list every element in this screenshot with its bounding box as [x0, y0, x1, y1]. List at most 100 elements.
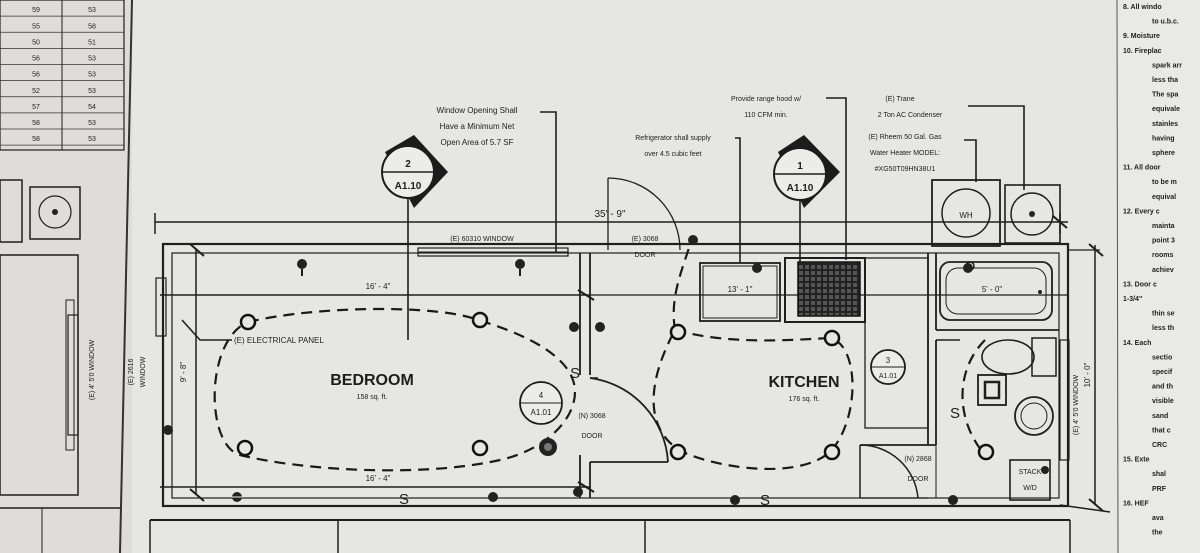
general-note-line: less th — [1152, 325, 1174, 332]
stack-washer-dryer — [1009, 459, 1051, 501]
section-number-right: 1 — [797, 161, 803, 172]
doors — [589, 177, 928, 499]
general-note-line: sand — [1152, 413, 1168, 420]
window-note-line1: Window Opening Shall — [437, 106, 518, 115]
general-note-line: achiev — [1152, 267, 1174, 274]
fixtures — [699, 179, 1061, 501]
electrical-panel-label: (E) ELECTRICAL PANEL — [234, 336, 324, 345]
kitchen-dim: 13' - 1" — [728, 285, 753, 294]
ceiling-light — [823, 329, 841, 347]
kitchen-name: KITCHEN — [768, 374, 839, 391]
entry-door — [607, 177, 681, 251]
general-note-line: that c — [1152, 427, 1171, 434]
water-heater-note-line1: (E) Rheem 50 Gal. Gas — [868, 134, 942, 141]
general-note-line: shal — [1152, 471, 1166, 478]
left-fixture-box — [29, 186, 81, 240]
svg-text:A1.01: A1.01 — [531, 408, 552, 417]
schedule-cell-left: 56 — [32, 72, 40, 79]
water-heater-note-line2: Water Heater MODEL: — [870, 150, 940, 157]
bedroom-area: 158 sq. ft. — [357, 394, 388, 401]
general-note-line: equivale — [1152, 106, 1180, 113]
bedroom-top-dim: 16' - 4" — [366, 282, 391, 291]
ceiling-light — [823, 443, 841, 461]
general-note-line: to u.b.c. — [1152, 19, 1179, 26]
switch-symbol-bedroom: S — [399, 491, 409, 508]
section-sheet-left: A1.10 — [395, 181, 422, 192]
ceiling-light — [239, 313, 257, 331]
water-heater-box — [931, 179, 1001, 247]
ceiling-light — [236, 439, 254, 457]
bedroom-door — [589, 377, 669, 463]
bedroom-width-dim: 9' - 8" — [179, 362, 188, 383]
general-note-line: to be m — [1152, 179, 1177, 186]
general-note-line: the — [1152, 530, 1163, 537]
kitchen-area: 176 sq. ft. — [789, 396, 820, 403]
schedule-cell-right: 53 — [88, 72, 96, 79]
schedule-cell-left: 56 — [32, 56, 40, 63]
general-note-line: 15. Exte — [1123, 457, 1150, 464]
left-window-label: (E) 4' 5'0 WINDOW — [89, 339, 96, 400]
bath-window-label: (E) 4' 5'0 WINDOW — [1073, 374, 1080, 435]
notes-sheet — [1117, 0, 1200, 553]
general-note-line: point 3 — [1152, 238, 1175, 245]
section-number-left: 2 — [405, 159, 411, 170]
side-window-label-2: WINDOW — [140, 356, 147, 387]
schedule-cell-left: 50 — [32, 39, 40, 46]
general-note-line: 11. All door — [1123, 165, 1161, 172]
windows — [67, 247, 1070, 461]
stack-label-1: STACK — [1019, 469, 1042, 476]
general-note-line: The spa — [1152, 92, 1179, 99]
bedroom-door-label-1: (N) 3068 — [578, 413, 605, 420]
general-note-line: sectio — [1152, 354, 1172, 361]
general-note-line: sphere — [1152, 150, 1175, 157]
ceiling-light — [471, 439, 489, 457]
refrigerator — [699, 262, 781, 322]
schedule-cell-left: 52 — [32, 88, 40, 95]
svg-text:3: 3 — [886, 356, 891, 365]
general-note-line: 9. Moisture — [1123, 33, 1160, 40]
general-note-line: 12. Every c — [1123, 208, 1160, 215]
entry-door-label-1: (E) 3068 — [632, 236, 659, 243]
condenser-note-line1: (E) Trane — [885, 96, 914, 103]
general-note-line: equival — [1152, 194, 1176, 201]
general-note-line: and th — [1152, 384, 1173, 391]
detail-tag-4: 4 A1.01 — [519, 381, 563, 425]
overall-length-dim: 35' - 9" — [594, 209, 625, 220]
condenser-box — [1004, 184, 1061, 244]
bedroom-bottom-dim: 16' - 4" — [366, 474, 391, 483]
schedule-cell-right: 51 — [88, 39, 96, 46]
svg-text:A1.01: A1.01 — [879, 373, 897, 380]
side-window-label-1: (E) 2616 — [128, 358, 135, 385]
schedule-cell-left: 55 — [32, 23, 40, 30]
general-note-line: visible — [1152, 398, 1174, 405]
general-note-line: 10. Fireplac — [1123, 48, 1162, 55]
general-note-line: 16. HEF — [1123, 500, 1149, 507]
sheet-edge-right — [1116, 0, 1119, 553]
left-detail-box — [0, 179, 23, 243]
general-note-line: ava — [1152, 515, 1164, 522]
general-note-line: having — [1152, 135, 1175, 142]
ceiling-light — [669, 323, 687, 341]
general-note-line: thin se — [1152, 311, 1175, 318]
entry-door-label-2: DOOR — [635, 252, 656, 259]
window-note-line3: Open Area of 5.7 SF — [441, 138, 514, 147]
fridge-note-line1: Refrigerator shall supply — [635, 135, 711, 142]
general-note-line: 1-3/4" — [1123, 296, 1142, 303]
schedule-cell-right: 53 — [88, 136, 96, 143]
bath-door-label-2: DOOR — [908, 476, 929, 483]
hood-note-line2: 110 CFM min. — [744, 112, 787, 119]
switch-symbol-bath: S — [950, 405, 960, 422]
section-marker-a110-right: 1 A1.10 — [773, 135, 840, 208]
schedule-cell-left: 58 — [32, 136, 40, 143]
sheet-edge-left — [119, 0, 133, 553]
schedule-cell-right: 54 — [88, 104, 96, 111]
general-note-line: 14. Each — [1123, 340, 1151, 347]
schedule-cell-right: 58 — [88, 23, 96, 30]
left-fixture-circle — [38, 195, 72, 229]
general-note-line: mainta — [1152, 223, 1175, 230]
schedule-cell-left: 58 — [32, 120, 40, 127]
schedule-cell-right: 53 — [88, 88, 96, 95]
